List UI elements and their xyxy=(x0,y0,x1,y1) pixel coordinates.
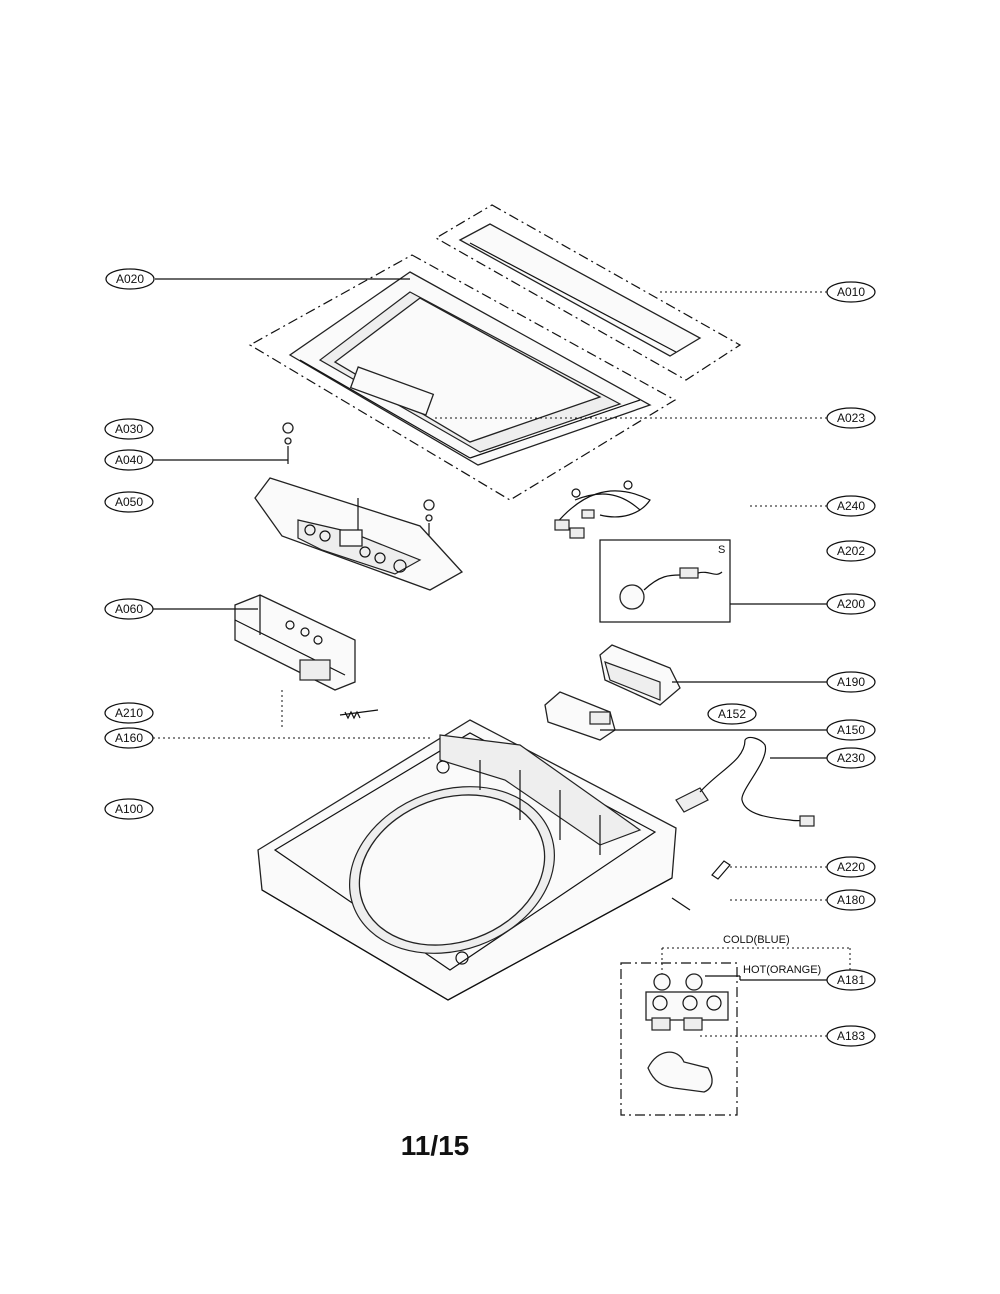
tag-a050: A050 xyxy=(104,491,154,513)
tag-a050-text: A050 xyxy=(115,495,143,509)
tag-a210-text: A210 xyxy=(115,706,143,720)
hinge-part xyxy=(339,709,379,720)
tag-a210: A210 xyxy=(104,702,154,724)
tag-a181: A181 xyxy=(826,969,876,991)
screw-small-part xyxy=(671,897,691,911)
top-cover-part xyxy=(248,254,677,501)
tag-a230-text: A230 xyxy=(837,751,865,765)
tag-a230: A230 xyxy=(826,747,876,769)
page-number: 11/15 xyxy=(400,1130,470,1161)
tag-a181-text: A181 xyxy=(837,973,865,987)
tag-a240-text: A240 xyxy=(837,499,865,513)
tag-a100: A100 xyxy=(104,798,154,820)
subpart-s-note: S xyxy=(718,544,725,556)
tag-a060-text: A060 xyxy=(115,602,143,616)
tag-a152-text: A152 xyxy=(718,707,746,721)
tag-a060: A060 xyxy=(104,598,154,620)
tag-a180: A180 xyxy=(826,889,876,911)
cold-valve-note: COLD(BLUE) xyxy=(723,934,790,946)
leader-lines xyxy=(153,278,851,1037)
pressure-switch-box xyxy=(599,539,731,623)
control-panel-part xyxy=(254,477,464,591)
tag-a202: A202 xyxy=(826,540,876,562)
tag-a200-text: A200 xyxy=(837,597,865,611)
tag-a180-text: A180 xyxy=(837,893,865,907)
hot-valve-note: HOT(ORANGE) xyxy=(743,964,821,976)
tag-a160-text: A160 xyxy=(115,731,143,745)
tag-a020-text: A020 xyxy=(116,272,144,286)
tag-a150: A150 xyxy=(826,719,876,741)
tag-a202-text: A202 xyxy=(837,544,865,558)
tag-a160: A160 xyxy=(104,727,154,749)
tag-a030: A030 xyxy=(104,418,154,440)
tag-a100-text: A100 xyxy=(115,802,143,816)
tag-a240: A240 xyxy=(826,495,876,517)
tag-a040-text: A040 xyxy=(115,453,143,467)
tag-a200: A200 xyxy=(826,593,876,615)
tag-a183-text: A183 xyxy=(837,1029,865,1043)
tag-a190: A190 xyxy=(826,671,876,693)
tag-a030-text: A030 xyxy=(115,422,143,436)
water-valve-box xyxy=(620,962,738,1116)
pcb-assembly-part xyxy=(234,594,356,730)
tag-a183: A183 xyxy=(826,1025,876,1047)
top-lid-part xyxy=(434,204,742,381)
tag-a190-text: A190 xyxy=(837,675,865,689)
wire-harness-part xyxy=(554,480,651,539)
clamp-part xyxy=(711,860,731,880)
cabinet-cover-part xyxy=(257,719,677,1001)
power-cord-part xyxy=(675,736,815,827)
screw-part xyxy=(282,422,435,540)
tag-a220: A220 xyxy=(826,856,876,878)
tag-a020: A020 xyxy=(105,268,155,290)
tag-a010-text: A010 xyxy=(837,285,865,299)
tag-a010: A010 xyxy=(826,281,876,303)
tag-a023: A023 xyxy=(826,407,876,429)
tag-a040: A040 xyxy=(104,449,154,471)
tag-a023-text: A023 xyxy=(837,411,865,425)
tag-a150-text: A150 xyxy=(837,723,865,737)
tag-a220-text: A220 xyxy=(837,860,865,874)
dispenser-part xyxy=(544,644,681,741)
tag-a152: A152 xyxy=(707,703,757,725)
